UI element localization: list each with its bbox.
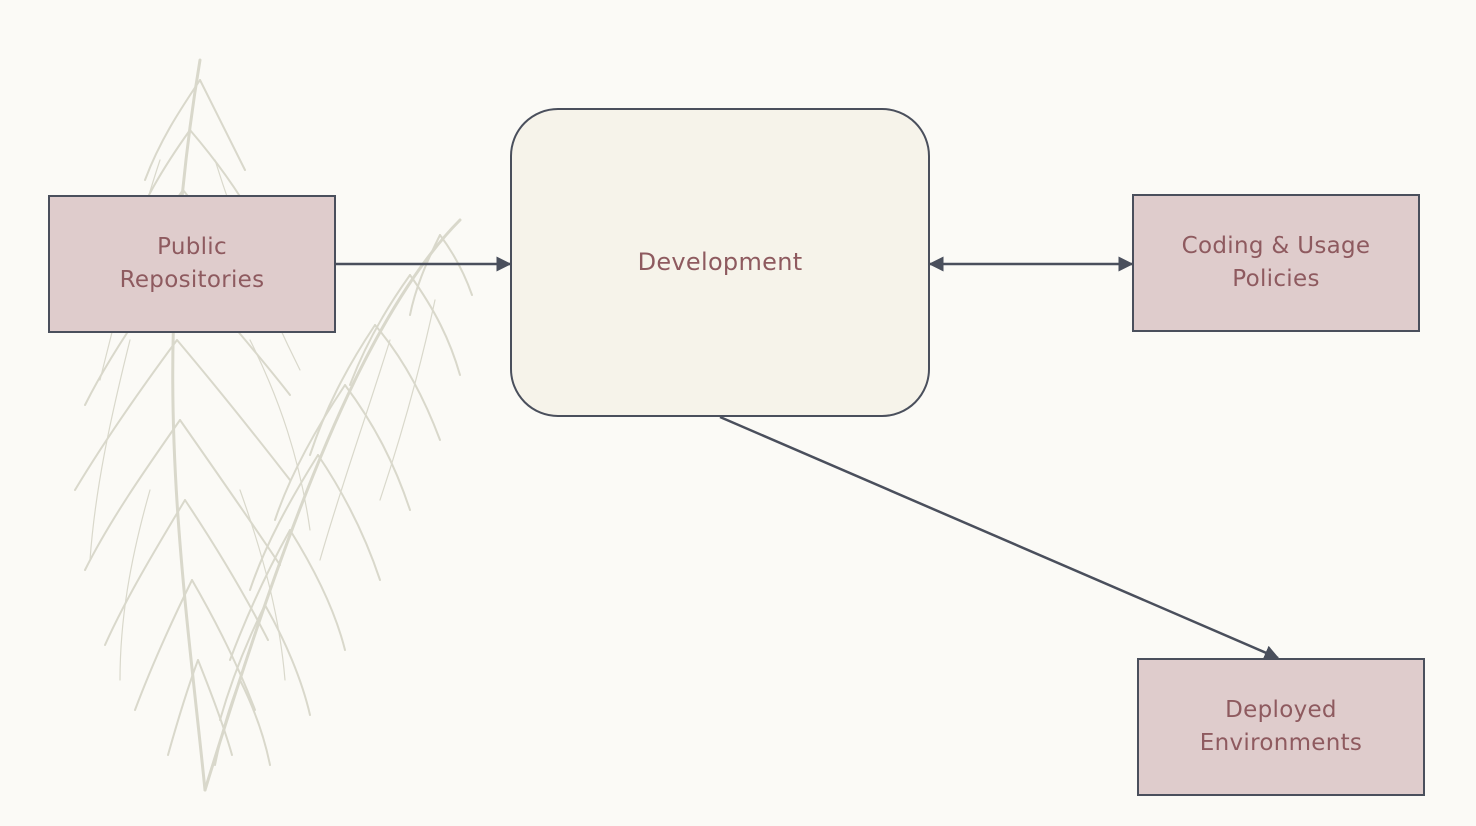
node-coding-usage-policies: Coding & Usage Policies xyxy=(1132,194,1420,332)
node-coding-usage-policies-label: Coding & Usage Policies xyxy=(1181,233,1371,292)
node-deployed-environments-label: Deployed Environments xyxy=(1199,697,1363,756)
node-development: Development xyxy=(510,108,930,417)
node-public-repositories: Public Repositories xyxy=(48,195,336,333)
arrow-development-to-deployed xyxy=(719,415,1280,660)
node-public-repositories-label: Public Repositories xyxy=(119,234,265,293)
node-development-label: Development xyxy=(637,248,803,276)
node-deployed-environments: Deployed Environments xyxy=(1137,658,1425,796)
